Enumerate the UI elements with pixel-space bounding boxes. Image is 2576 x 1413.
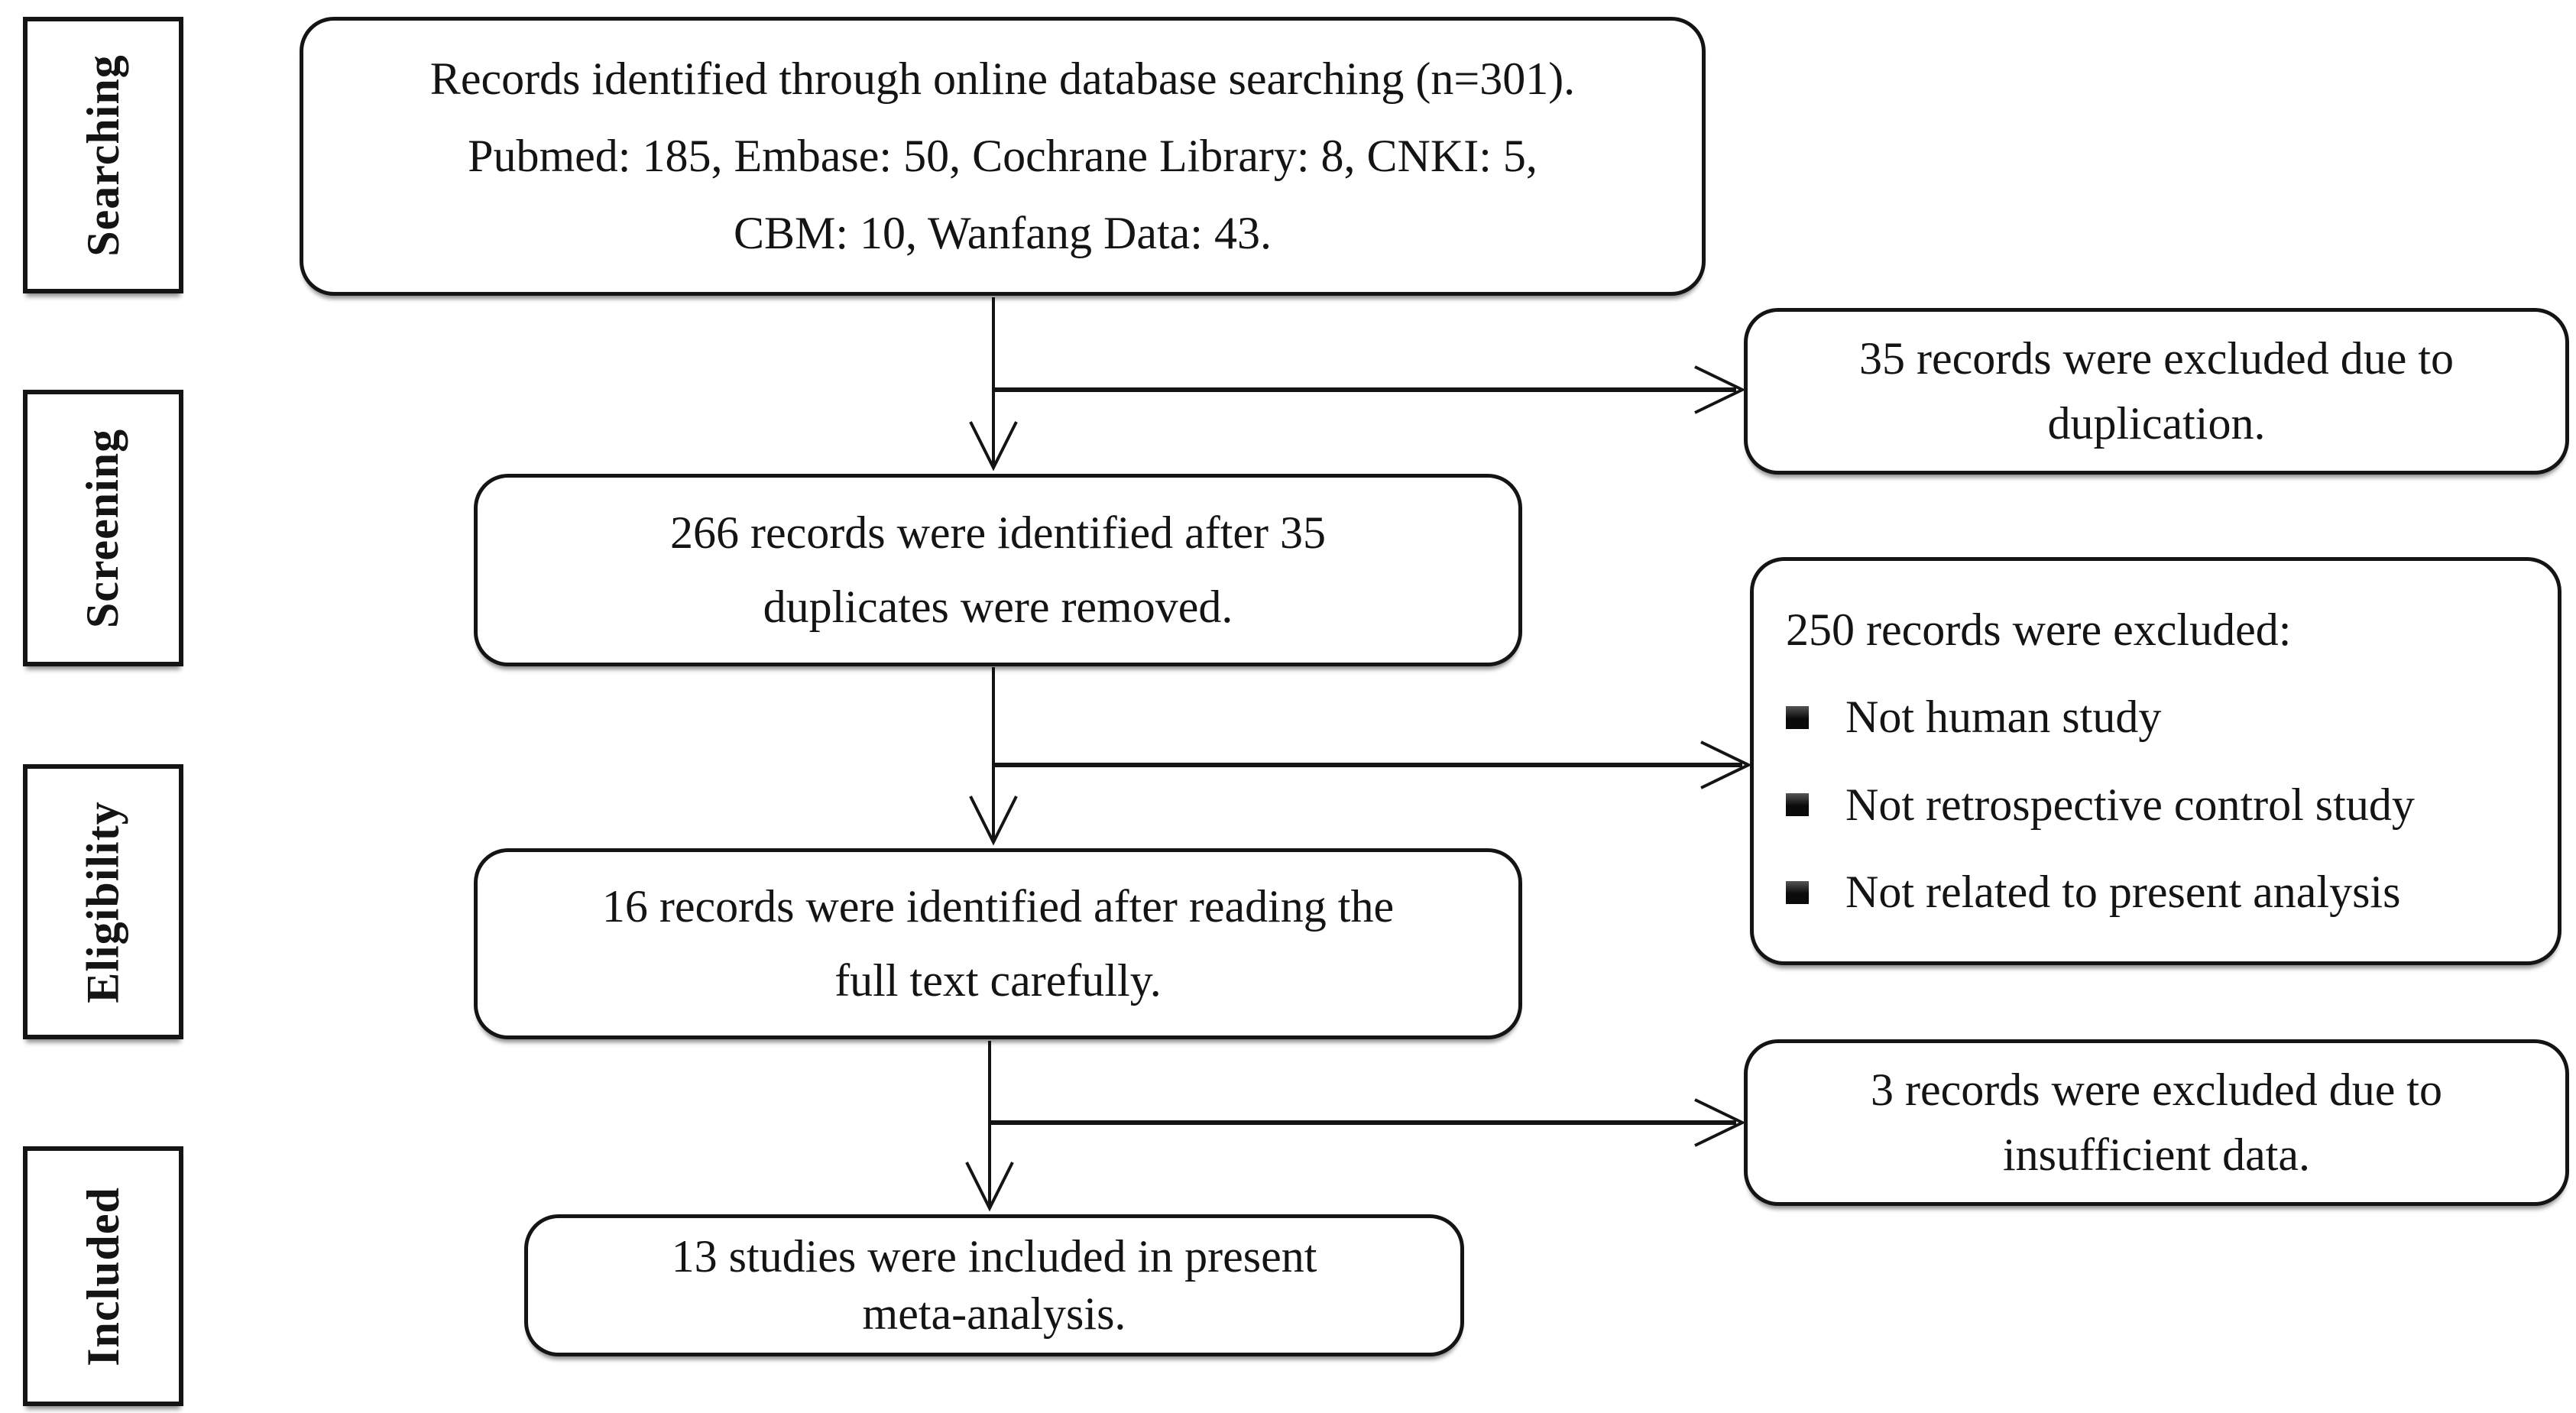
box-included-studies: 13 studies were included in present meta… (524, 1214, 1464, 1356)
bullet-text: Not human study (1845, 692, 2162, 743)
stage-label-screening: Screening (77, 428, 128, 628)
arrowhead-right-3-icon (1694, 1098, 1746, 1147)
arrowhead-right-2-icon (1700, 741, 1752, 789)
arrowhead-down-2-icon (969, 796, 1018, 846)
bullet-item: Not retrospective control study (1786, 779, 2415, 831)
stage-box-screening: Screening (23, 390, 183, 666)
box-text-line: 3 records were excluded due to (1870, 1064, 2442, 1115)
box-excluded-duplication: 35 records were excluded due to duplicat… (1744, 308, 2569, 475)
stage-box-searching: Searching (23, 17, 183, 293)
box-text-line: insufficient data. (2002, 1129, 2311, 1181)
box-text-line: full text carefully. (834, 954, 1162, 1006)
box-text-line: meta-analysis. (862, 1288, 1126, 1339)
box-records-after-dedup: 266 records were identified after 35 dup… (474, 474, 1522, 666)
bullet-text: Not related to present analysis (1845, 867, 2401, 918)
box-excluded-screening: 250 records were excluded: Not human stu… (1750, 557, 2561, 965)
box-text-line: duplicates were removed. (763, 582, 1233, 632)
box-excluded-insufficient-data: 3 records were excluded due to insuffici… (1744, 1039, 2569, 1206)
box-records-fulltext: 16 records were identified after reading… (474, 848, 1522, 1039)
box-records-identified: Records identified through online databa… (300, 17, 1706, 296)
bullet-item: Not related to present analysis (1786, 866, 2400, 919)
stage-box-eligibility: Eligibility (23, 764, 183, 1039)
stage-box-included: Included (23, 1146, 183, 1406)
box-text-line: 266 records were identified after 35 (670, 507, 1326, 558)
arrowhead-down-3-icon (965, 1162, 1014, 1212)
bullet-text: Not retrospective control study (1845, 779, 2415, 830)
bullet-item: Not human study (1786, 691, 2161, 744)
box-text-line: 250 records were excluded: (1786, 604, 2292, 655)
box-text-line: CBM: 10, Wanfang Data: 43. (734, 208, 1272, 258)
stage-label-searching: Searching (77, 53, 128, 257)
arrowhead-down-1-icon (969, 421, 1018, 472)
bullet-square-icon (1786, 880, 1809, 904)
stage-label-included: Included (77, 1186, 128, 1366)
box-text-line: Pubmed: 185, Embase: 50, Cochrane Librar… (468, 131, 1537, 181)
box-text-line: duplication. (2047, 398, 2266, 449)
box-text-line: Records identified through online databa… (429, 53, 1576, 104)
box-text-line: 35 records were excluded due to (1858, 332, 2454, 384)
box-text-line: 16 records were identified after reading… (601, 881, 1395, 932)
bullet-square-icon (1786, 793, 1809, 817)
bullet-square-icon (1786, 705, 1809, 729)
box-text-line: 13 studies were included in present (671, 1231, 1317, 1282)
arrowhead-right-1-icon (1694, 365, 1746, 414)
stage-label-eligibility: Eligibility (77, 800, 128, 1003)
